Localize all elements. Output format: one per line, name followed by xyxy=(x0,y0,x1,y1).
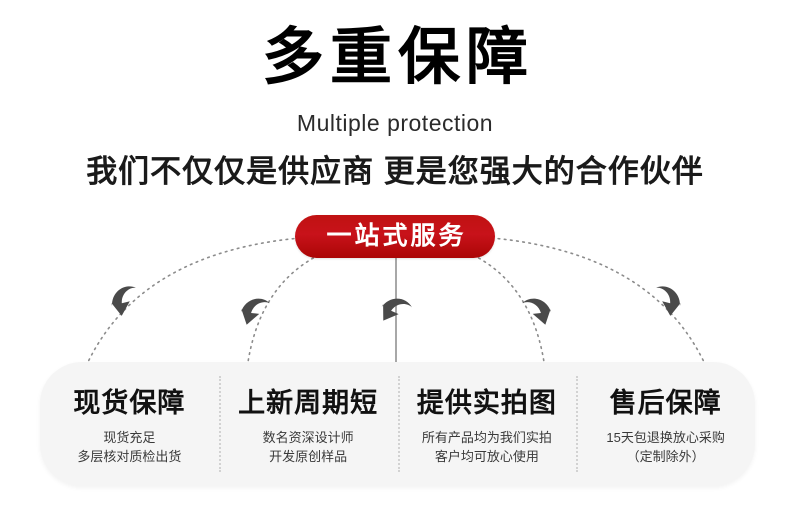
feature-title: 上新周期短 xyxy=(238,387,379,418)
feature-desc: 数名资深设计师 开发原创样品 xyxy=(263,428,354,466)
feature-desc-line: 客户均可放心使用 xyxy=(434,448,539,464)
page-title: 多重保障 xyxy=(261,23,534,92)
feature-desc-line: 开发原创样品 xyxy=(269,448,348,464)
connector-path-4 xyxy=(461,249,545,363)
tagline: 我们不仅仅是供应商 更是您强大的合作伙伴 xyxy=(86,154,704,189)
arrow-icon-2 xyxy=(240,298,270,325)
feature-title: 现货保障 xyxy=(73,387,186,418)
feature-desc-line: （定制除外） xyxy=(626,448,705,464)
heading-block: 多重保障 Multiple protection xyxy=(0,22,790,138)
feature-desc-line: 15天包退换放心采购 xyxy=(606,429,725,445)
page-subtitle: Multiple protection xyxy=(296,110,494,136)
arrow-icon-3 xyxy=(381,298,413,321)
feature-panel: 现货保障 现货充足 多层核对质检出货 上新周期短 数名资深设计师 开发原创样品 … xyxy=(40,362,755,486)
one-stop-service-badge[interactable]: 一站式服务 xyxy=(295,215,495,258)
feature-desc-line: 所有产品均为我们实拍 xyxy=(421,429,552,445)
feature-desc: 15天包退换放心采购 （定制除外） xyxy=(606,428,724,466)
connector-path-5 xyxy=(491,237,705,363)
feature-desc-line: 多层核对质检出货 xyxy=(77,448,182,464)
connector-path-1 xyxy=(87,237,301,363)
arrow-icon-1 xyxy=(111,286,137,316)
arrow-icon-5 xyxy=(655,286,681,316)
arrowheads xyxy=(111,286,681,325)
feature-card-1[interactable]: 现货保障 现货充足 多层核对质检出货 xyxy=(40,362,219,486)
feature-card-2[interactable]: 上新周期短 数名资深设计师 开发原创样品 xyxy=(218,362,398,486)
feature-card-3[interactable]: 提供实拍图 所有产品均为我们实拍 客户均可放心使用 xyxy=(397,362,577,486)
feature-desc: 所有产品均为我们实拍 客户均可放心使用 xyxy=(422,428,552,466)
feature-desc-line: 数名资深设计师 xyxy=(262,429,354,445)
connector-path-2 xyxy=(247,249,331,363)
feature-title: 提供实拍图 xyxy=(416,387,557,418)
feature-card-4[interactable]: 售后保障 15天包退换放心采购 （定制除外） xyxy=(576,362,755,486)
arrow-icon-4 xyxy=(522,298,552,325)
feature-title: 售后保障 xyxy=(609,387,722,418)
feature-desc-line: 现货充足 xyxy=(103,429,156,445)
badge-label: 一站式服务 xyxy=(326,222,467,250)
feature-desc: 现货充足 多层核对质检出货 xyxy=(77,428,181,466)
